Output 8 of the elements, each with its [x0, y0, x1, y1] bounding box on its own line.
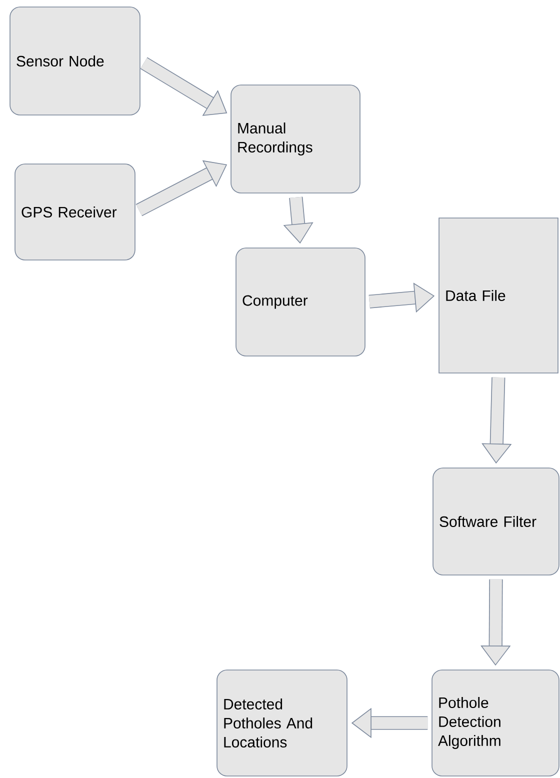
process-box: Pothole Detection Algorithm [432, 670, 560, 776]
process-box: Manual Recordings [230, 84, 360, 194]
process-box: Software Filter [432, 468, 560, 576]
process-box: GPS Receiver [14, 164, 136, 260]
process-box: Sensor Node [10, 6, 140, 116]
process-box: Detected Potholes And Locations [216, 670, 348, 776]
process-box: Data File [438, 218, 558, 374]
process-box: Computer [236, 248, 366, 356]
